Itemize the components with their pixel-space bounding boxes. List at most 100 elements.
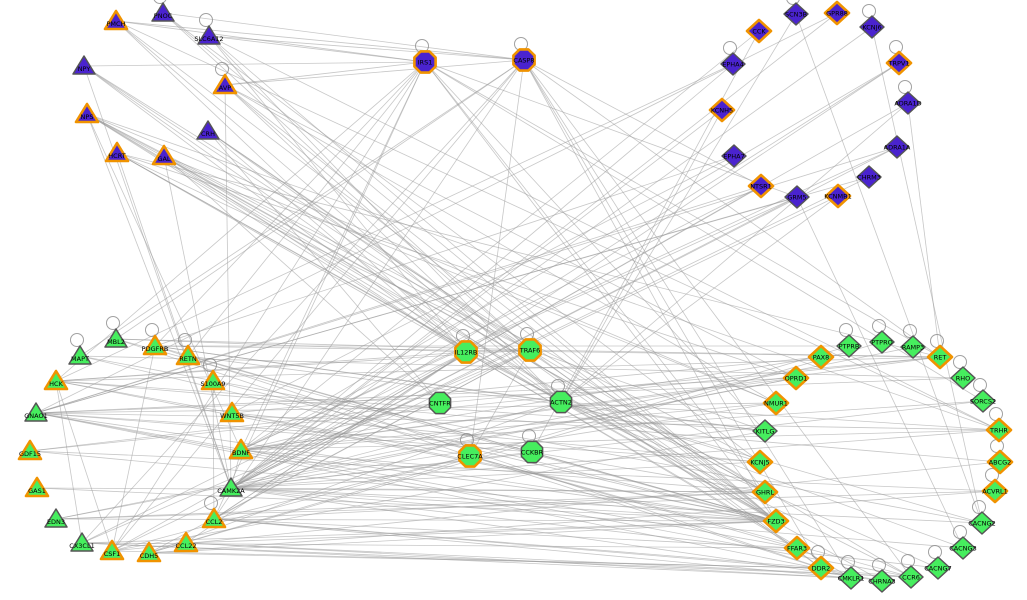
node-GNAO1[interactable] <box>24 402 48 422</box>
diamond-shape-KCNJ6 <box>859 15 885 39</box>
node-KCNJ5[interactable] <box>746 449 774 475</box>
node-CASP8[interactable] <box>512 48 536 72</box>
node-KITLG[interactable] <box>752 419 778 443</box>
node-RAMP3[interactable] <box>900 335 926 359</box>
edge-PNOC-CASP8 <box>162 12 525 61</box>
node-WNT5B[interactable] <box>219 401 245 423</box>
node-HCRT[interactable] <box>104 141 130 163</box>
node-OPRD1[interactable] <box>782 365 810 391</box>
node-GAS1[interactable] <box>24 476 50 498</box>
node-CLEC7A[interactable] <box>458 444 482 468</box>
node-TRPV1[interactable] <box>885 50 913 76</box>
node-FFAR3[interactable] <box>783 535 811 561</box>
edge-IRS1-KITLG <box>424 61 766 432</box>
node-SLC6A12[interactable] <box>197 25 221 45</box>
node-HCK[interactable] <box>43 369 69 391</box>
node-CX3CL1[interactable] <box>70 532 94 552</box>
node-ACVRL1[interactable] <box>981 478 1009 504</box>
node-NMUR1[interactable] <box>762 390 790 416</box>
node-SCN3B[interactable] <box>783 2 809 26</box>
edge-CLEC7A-HCK <box>55 380 471 457</box>
node-GAL[interactable] <box>151 144 177 166</box>
node-KCNH5[interactable] <box>708 97 736 123</box>
node-CACNG3[interactable] <box>950 536 976 560</box>
edge-NPS-BDNF <box>86 113 242 451</box>
node-IL12RB[interactable] <box>454 340 478 364</box>
node-CACNG2[interactable] <box>969 511 995 535</box>
node-EPHA4[interactable] <box>720 52 746 76</box>
node-CDH5[interactable] <box>136 541 162 563</box>
node-ADRA1A[interactable] <box>884 135 910 159</box>
triangle-shape-HCRT <box>104 141 130 163</box>
edge-CASP8-DDR2 <box>523 59 822 569</box>
node-CACNG7[interactable] <box>925 556 951 580</box>
node-CRH[interactable] <box>196 120 220 140</box>
node-GHRL[interactable] <box>751 479 779 505</box>
self-loop-SORCS2 <box>973 378 987 392</box>
node-PTPRB[interactable] <box>836 334 862 358</box>
node-RHO[interactable] <box>950 366 976 390</box>
node-DDR2[interactable] <box>807 555 835 581</box>
node-NTSR1[interactable] <box>747 173 775 199</box>
node-CNTFR[interactable] <box>428 391 452 415</box>
node-CCR6[interactable] <box>898 565 924 589</box>
node-CAMK2A[interactable] <box>219 477 243 497</box>
edge-GAL-FZD3 <box>163 155 777 522</box>
edge-CSF1-PDGFRB <box>111 345 156 552</box>
node-PAX8[interactable] <box>807 344 835 370</box>
edge-CLEC7A-CSF1 <box>111 455 471 552</box>
edge-AVP-FZD3 <box>224 84 777 522</box>
node-SORCS2[interactable] <box>970 389 996 413</box>
node-EDN3[interactable] <box>44 508 68 528</box>
node-S100A9[interactable] <box>200 369 226 391</box>
node-GDF15[interactable] <box>17 439 43 461</box>
edges-layer <box>29 12 1001 582</box>
node-CCL22[interactable] <box>173 531 199 553</box>
node-ABCG2[interactable] <box>986 449 1014 475</box>
edge-NPY-GHRL <box>83 65 766 493</box>
node-PTPRO[interactable] <box>869 330 895 354</box>
node-CCK[interactable] <box>745 18 773 44</box>
node-MAPT[interactable] <box>68 345 92 365</box>
node-CCKBR[interactable] <box>520 440 544 464</box>
edge-CASP8-MBL2 <box>115 59 525 340</box>
node-ADRA1D[interactable] <box>895 91 921 115</box>
node-AVP[interactable] <box>212 73 238 95</box>
node-BDNF[interactable] <box>228 438 254 460</box>
node-KCNMB1[interactable] <box>824 183 852 209</box>
node-PDGFRB[interactable] <box>142 334 168 356</box>
node-EPHA7[interactable] <box>721 144 747 168</box>
triangle-shape-SLC6A12 <box>197 25 221 45</box>
node-CHRNA3[interactable] <box>869 569 895 593</box>
node-CHRM3[interactable] <box>856 165 882 189</box>
node-ACTN2[interactable] <box>549 390 573 414</box>
node-NPY[interactable] <box>72 55 96 75</box>
edge-CCR6-CX3CL1 <box>81 542 912 578</box>
edge-KITLG-CSF1 <box>111 430 766 552</box>
node-IRS1[interactable] <box>413 50 437 74</box>
node-CCL2[interactable] <box>201 507 227 529</box>
edge-KCNH5-ACTN2 <box>560 109 723 403</box>
diamond-shape-CACNG2 <box>969 511 995 535</box>
octagon-shape-CASP8 <box>512 48 536 72</box>
self-loop-S100A9 <box>203 358 217 372</box>
edge-GRM5-CACNG3 <box>796 196 964 549</box>
node-KCNJ6[interactable] <box>859 15 885 39</box>
node-MBL2[interactable] <box>104 328 128 348</box>
node-TRHR[interactable] <box>985 417 1013 443</box>
node-NPS[interactable] <box>74 102 100 124</box>
node-GRM5[interactable] <box>784 185 810 209</box>
node-PNOC[interactable] <box>151 2 175 22</box>
node-RET[interactable] <box>926 344 954 370</box>
node-FZD3[interactable] <box>762 508 790 534</box>
node-CSF1[interactable] <box>99 539 125 561</box>
edge-IL12RB-CCL2 <box>213 351 467 520</box>
diamond-shape-GHRL <box>751 479 779 505</box>
edge-NPY-IL12RB <box>83 65 467 353</box>
node-GPR88[interactable] <box>823 0 851 26</box>
diamond-shape-CACNG7 <box>925 556 951 580</box>
node-PMCH[interactable] <box>103 9 129 31</box>
node-RETN[interactable] <box>175 344 201 366</box>
node-CMKLR1[interactable] <box>838 566 864 590</box>
node-TRAF6[interactable] <box>518 338 542 362</box>
